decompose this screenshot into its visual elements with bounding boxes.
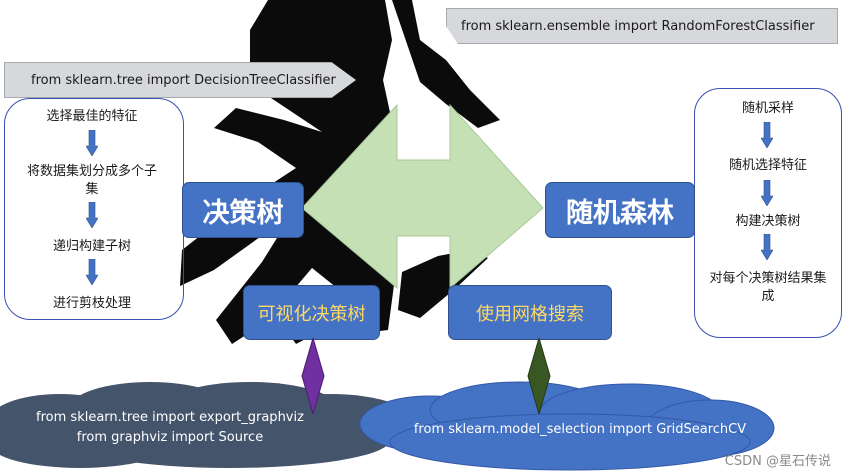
tree-import-banner: from sklearn.tree import DecisionTreeCla… <box>4 62 356 98</box>
rf-step-1: 随机采样 <box>741 101 794 116</box>
double-arrow-icon <box>301 103 544 290</box>
forest-import-text: from sklearn.ensemble import RandomFores… <box>461 18 815 34</box>
visualize-tree-box: 可视化决策树 <box>243 285 380 340</box>
random-forest-box: 随机森林 <box>545 182 695 238</box>
grid-search-box: 使用网格搜索 <box>448 285 612 340</box>
dt-step-2: 将数据集划分成多个子集 <box>26 164 157 197</box>
decision-tree-title: 决策树 <box>202 197 284 229</box>
rf-step-4: 对每个决策树结果集成 <box>709 271 827 304</box>
down-arrow-icon <box>86 130 98 156</box>
dt-step-3: 递归构建子树 <box>52 239 131 254</box>
down-arrow-icon <box>761 122 773 148</box>
rf-step-2: 随机选择特征 <box>728 158 807 173</box>
forest-import-banner: from sklearn.ensemble import RandomFores… <box>446 8 838 44</box>
gridsearch-cloud <box>360 381 775 471</box>
down-arrow-icon <box>86 202 98 228</box>
tree-import-text: from sklearn.tree import DecisionTreeCla… <box>31 72 336 88</box>
gridsearch-diamond-icon <box>527 338 551 414</box>
down-arrow-icon <box>761 180 773 206</box>
rf-step-3: 构建决策树 <box>735 214 801 229</box>
graphviz-import-line-2: from graphviz import Source <box>76 430 264 445</box>
down-arrow-icon <box>761 234 773 260</box>
graphviz-import-text: from sklearn.tree import export_graphviz… <box>15 408 325 448</box>
visualize-diamond-icon <box>301 338 325 414</box>
down-arrow-icon <box>86 259 98 285</box>
watermark: CSDN @星石传说 <box>724 454 831 469</box>
random-forest-title: 随机森林 <box>566 197 674 229</box>
dt-step-1: 选择最佳的特征 <box>46 109 138 124</box>
grid-search-label: 使用网格搜索 <box>476 303 584 325</box>
gridsearch-import-text: from sklearn.model_selection import Grid… <box>413 422 747 437</box>
visualize-tree-label: 可视化决策树 <box>257 303 366 325</box>
dt-step-4: 进行剪枝处理 <box>52 296 131 311</box>
decision-tree-box: 决策树 <box>182 182 304 238</box>
graphviz-import-line-1: from sklearn.tree import export_graphviz <box>36 410 304 425</box>
